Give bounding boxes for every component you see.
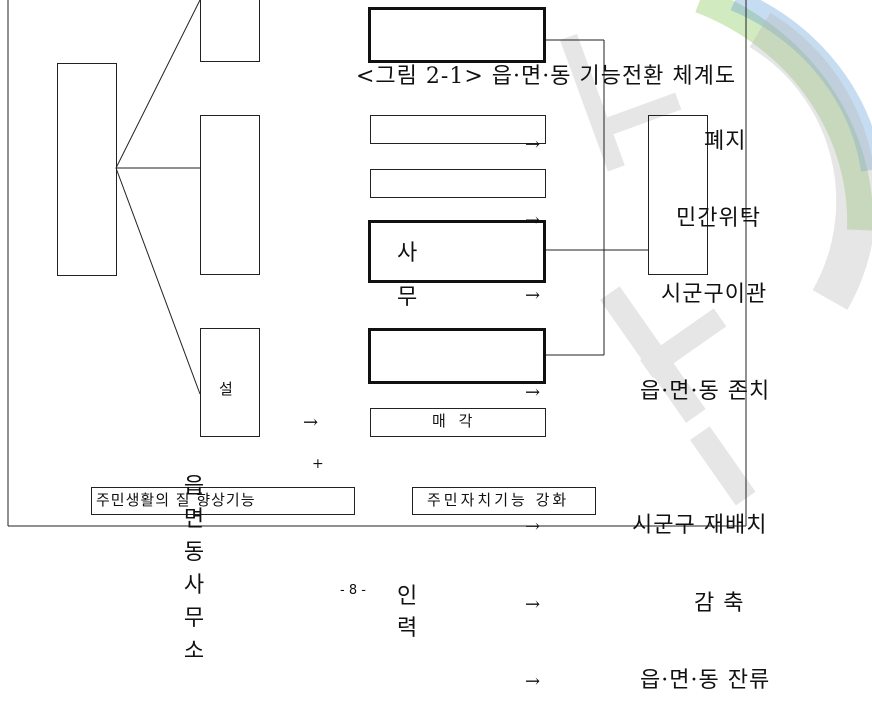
- self-governance-box: [412, 487, 596, 515]
- outcome-transfer-to-county: 시군구이관: [661, 282, 768, 307]
- arrow-icon: →: [525, 285, 541, 306]
- outcome-remain-in-town: 읍·면·동 잔류: [640, 668, 771, 693]
- office-vertical-label: 읍 면 동 사 무 소: [183, 474, 205, 664]
- affairs-label-1: 사: [397, 241, 419, 266]
- personnel-label-2: 력: [397, 616, 419, 641]
- plus-sign: +: [312, 456, 324, 472]
- affairs-label-2: 무: [397, 285, 419, 310]
- self-governance-label: 주민자치기능 강화: [427, 491, 570, 509]
- unit-box-left: [57, 63, 117, 276]
- arrow-icon: →: [525, 382, 541, 403]
- outcome-private-consignment: 민간위탁: [676, 206, 761, 231]
- figure-caption: <그림 2-1> 읍·면·동 기능전환 체계도: [356, 64, 737, 89]
- affairs-box-2: [370, 115, 546, 144]
- outcome-keep-in-town: 읍·면·동 존치: [640, 379, 771, 404]
- outcome-reduce: 감 축: [694, 591, 745, 616]
- affairs-box-4: [368, 220, 546, 283]
- arrow-icon: →: [303, 412, 319, 433]
- personnel-box-1: [368, 328, 546, 384]
- outcome-abolish: 폐지: [704, 129, 747, 154]
- page-number: - 8 -: [340, 583, 366, 598]
- function-box-middle: [200, 115, 260, 275]
- outcome-bracket-box: [648, 115, 708, 275]
- arrow-icon: →: [525, 671, 541, 692]
- arrow-icon: →: [525, 516, 541, 537]
- personnel-label-1: 인: [397, 584, 419, 609]
- outcome-relocate-to-county: 시군구 재배치: [632, 513, 768, 538]
- sale-label: 매 각: [432, 412, 477, 430]
- arrow-icon: →: [525, 210, 541, 231]
- function-box-bottom: [200, 328, 260, 437]
- function-box-bottom-label: 설: [219, 380, 233, 398]
- function-box-top: [200, 0, 260, 62]
- quality-of-life-label: 주민생활의 질 향상기능: [96, 491, 256, 509]
- arrow-icon: →: [525, 134, 541, 155]
- arrow-icon: →: [525, 594, 541, 615]
- affairs-box-1: [368, 7, 546, 63]
- quality-of-life-box: [91, 487, 355, 515]
- affairs-box-3: [370, 169, 546, 198]
- sale-box: [370, 408, 546, 437]
